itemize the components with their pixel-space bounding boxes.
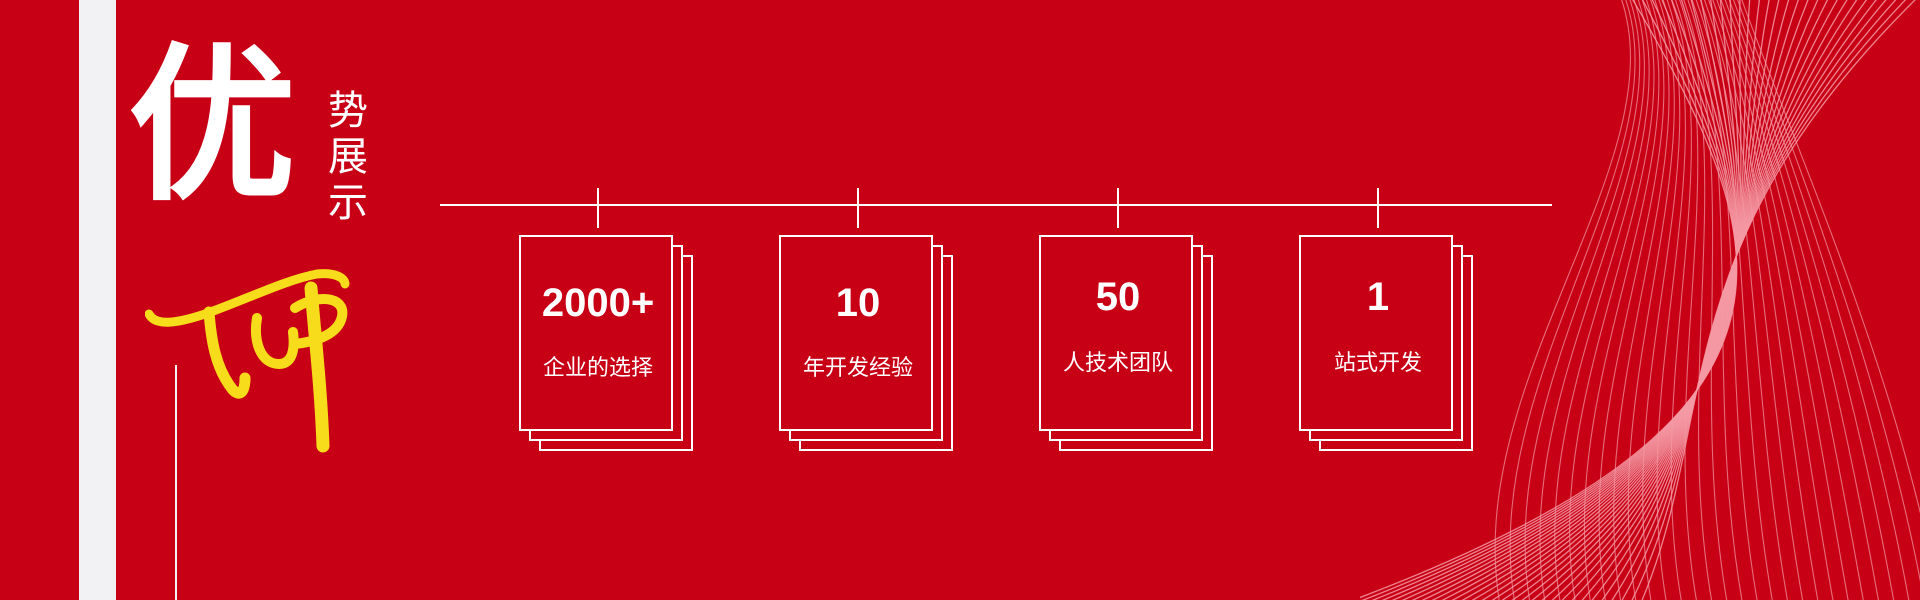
net-line [1716, 0, 1849, 600]
stat-label: 人技术团队 [1062, 351, 1173, 376]
net-line [1737, 0, 1920, 583]
net-line [1471, 0, 1751, 600]
stat-value: 2000+ [541, 281, 655, 325]
net-line [1511, 0, 1790, 600]
net-line [1494, 0, 1631, 600]
net-line [1441, 0, 1739, 600]
connector-tick [1117, 188, 1119, 228]
net-line [1687, 0, 1743, 600]
net-line [1741, 0, 1920, 514]
stat-label: 年开发经验 [802, 356, 913, 381]
connector-tick [597, 188, 599, 228]
net-line [1598, 0, 1665, 600]
stat-value: 50 [1095, 275, 1141, 319]
left-stripe [79, 0, 116, 600]
left-vertical-line [175, 365, 177, 600]
net-line [1670, 0, 1692, 600]
stat-label: 站式开发 [1333, 351, 1422, 376]
net-line [1708, 0, 1819, 600]
net-line [1674, 0, 1699, 600]
net-line [1568, 0, 1655, 600]
stat-value: 10 [835, 281, 881, 325]
net-line [1361, 0, 1738, 600]
calligraphy-script-decoration: 千 [145, 269, 350, 453]
net-line [1627, 0, 1675, 600]
connector-line [440, 204, 1552, 206]
stat-card: 10 年开发经验 [779, 235, 959, 455]
net-line [1703, 0, 1804, 600]
net-line [1539, 0, 1645, 600]
net-line [1724, 0, 1879, 600]
stat-card: 50 人技术团队 [1039, 235, 1219, 455]
net-line [1509, 0, 1636, 600]
net-line [1554, 0, 1650, 600]
net-line [1524, 0, 1641, 600]
net-line [1699, 0, 1788, 600]
connector-tick [1377, 188, 1379, 228]
card-sheet [1039, 235, 1193, 431]
card-sheet [519, 235, 673, 431]
net-line [1712, 0, 1834, 600]
net-line [1728, 0, 1895, 600]
card-sheet [1299, 235, 1453, 431]
net-line [1371, 0, 1737, 600]
net-line [1720, 0, 1864, 600]
net-line [1732, 0, 1910, 600]
net-line [1641, 0, 1916, 600]
net-line [1656, 0, 1686, 600]
line-net-decoration [1360, 0, 1920, 600]
connector-tick [857, 188, 859, 228]
net-line [1360, 0, 1738, 599]
stat-card: 1 站式开发 [1299, 235, 1479, 455]
card-sheet [779, 235, 933, 431]
title-main-char: 优 [128, 28, 296, 224]
net-line [1683, 0, 1728, 600]
net-line [1679, 0, 1713, 600]
stat-value: 1 [1366, 275, 1390, 319]
net-line [1695, 0, 1773, 600]
title-vertical-text: 势 展 示 [328, 88, 368, 226]
net-line [1642, 0, 1681, 600]
stat-label: 企业的选择 [542, 356, 653, 381]
stat-card: 2000+ 企业的选择 [519, 235, 699, 455]
